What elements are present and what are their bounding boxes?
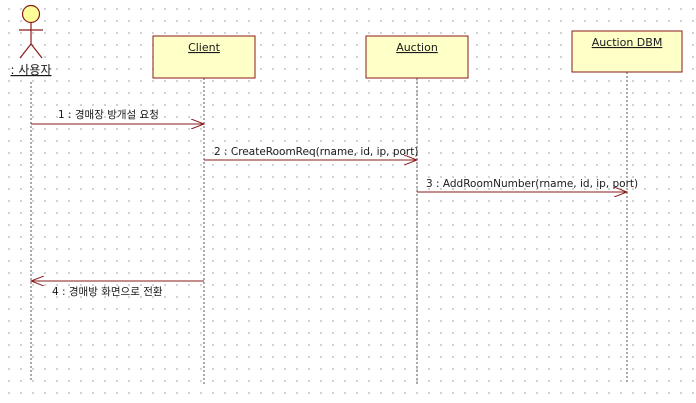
actor-left-leg bbox=[19, 43, 32, 59]
message-1[interactable]: 1 : 경매장 방개설 요청 bbox=[31, 108, 204, 124]
object-client-label: Client bbox=[188, 41, 221, 54]
object-auction-dbm[interactable]: Auction DBM bbox=[571, 30, 683, 73]
object-client-box bbox=[152, 35, 256, 79]
message-4-label: 4 : 경매방 화면으로 전환 bbox=[52, 285, 163, 298]
actor-user[interactable]: : 사용자 bbox=[11, 4, 52, 78]
message-3[interactable]: 3 : AddRoomNumber(rname, id, ip, port) bbox=[417, 178, 638, 192]
message-2[interactable]: 2 : CreateRoomReq(rname, id, ip, port) bbox=[204, 146, 418, 160]
object-auction-dbm-label: Auction DBM bbox=[592, 36, 663, 49]
message-1-label: 1 : 경매장 방개설 요청 bbox=[58, 108, 159, 121]
message-4[interactable]: 4 : 경매방 화면으로 전환 bbox=[31, 281, 204, 298]
object-auction-box bbox=[365, 35, 469, 79]
object-auction-dbm-box bbox=[571, 30, 683, 73]
object-auction-label: Auction bbox=[396, 41, 438, 54]
actor-head-icon bbox=[21, 4, 41, 24]
object-auction[interactable]: Auction bbox=[365, 35, 469, 79]
message-3-label: 3 : AddRoomNumber(rname, id, ip, port) bbox=[426, 178, 638, 190]
actor-right-leg bbox=[30, 43, 43, 59]
object-client[interactable]: Client bbox=[152, 35, 256, 79]
actor-label: : 사용자 bbox=[11, 63, 52, 77]
message-2-label: 2 : CreateRoomReq(rname, id, ip, port) bbox=[214, 146, 418, 158]
